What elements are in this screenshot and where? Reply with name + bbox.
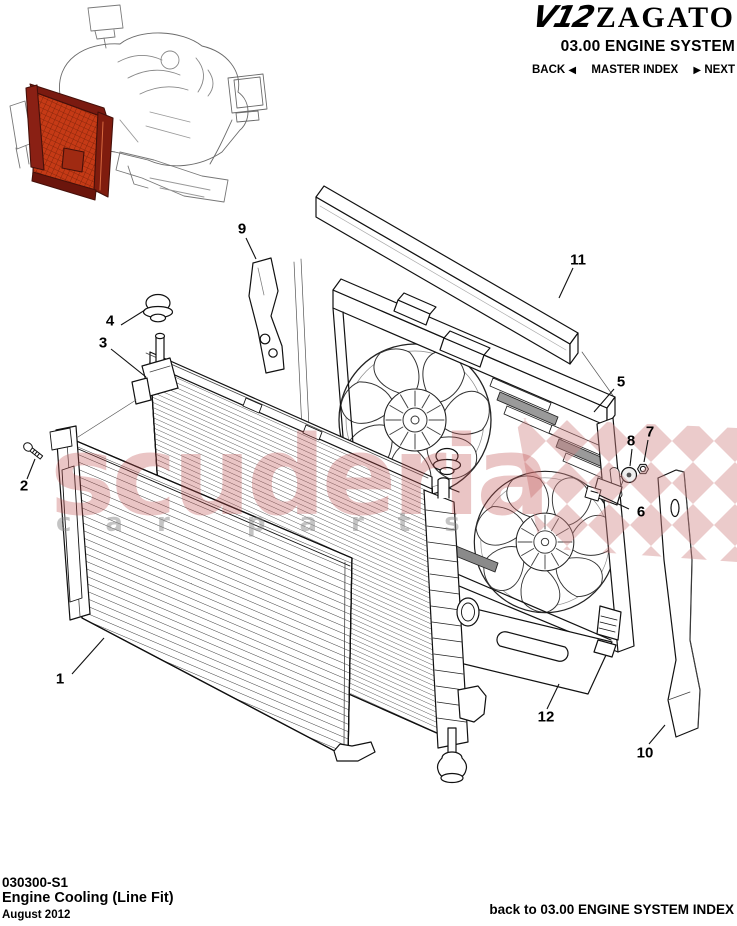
callout-9[interactable]: 9 [237,220,247,238]
callout-2[interactable]: 2 [19,477,29,495]
alignment-lines [293,258,615,431]
nav-next-link[interactable]: NEXT [704,64,735,76]
callout-7[interactable]: 7 [645,423,655,441]
section-title: 03.00 ENGINE SYSTEM [560,38,735,55]
mid-grommet [432,447,462,476]
document-date: August 2012 [2,909,71,921]
brand-model: V12 [528,0,597,35]
next-arrow-icon[interactable]: ▶ [693,65,702,76]
engine-thumbnail [9,4,268,203]
part-9-bracket [248,257,285,374]
document-code: 030300-S1 [2,875,69,890]
part-2-bolt [23,442,44,460]
callout-8[interactable]: 8 [626,432,636,450]
part-4-grommet [142,293,174,323]
watermark-layer: scuderia car parts [50,412,737,562]
header-nav: BACK ◀ MASTER INDEX ▶ NEXT [532,64,735,76]
watermark-text-2: car parts [56,508,494,538]
watermark-text-1: scuderia [50,412,547,540]
part-1-condenser [49,425,376,762]
checker-flag-watermark [516,418,737,562]
callout-10[interactable]: 10 [636,744,654,762]
nav-master-index-link[interactable]: MASTER INDEX [591,64,679,76]
callout-5[interactable]: 5 [616,373,626,391]
callout-1[interactable]: 1 [55,670,65,688]
callout-6[interactable]: 6 [636,503,646,521]
brand-name: ZAGATO [595,1,735,34]
back-arrow-icon[interactable]: ◀ [568,65,577,76]
leader-lines [26,237,666,745]
nav-back-link[interactable]: BACK [531,64,566,76]
part-3-mount [77,332,179,438]
document-title: Engine Cooling (Line Fit) [2,890,174,906]
callout-3[interactable]: 3 [98,334,108,352]
callout-12[interactable]: 12 [537,708,555,726]
back-to-index-link[interactable]: back to 03.00 ENGINE SYSTEM INDEX [489,902,734,917]
brand-logo: V12ZAGATO [528,0,735,35]
callout-11[interactable]: 11 [570,251,586,269]
part-11-upper-beam [315,185,579,365]
callout-4[interactable]: 4 [105,312,115,330]
